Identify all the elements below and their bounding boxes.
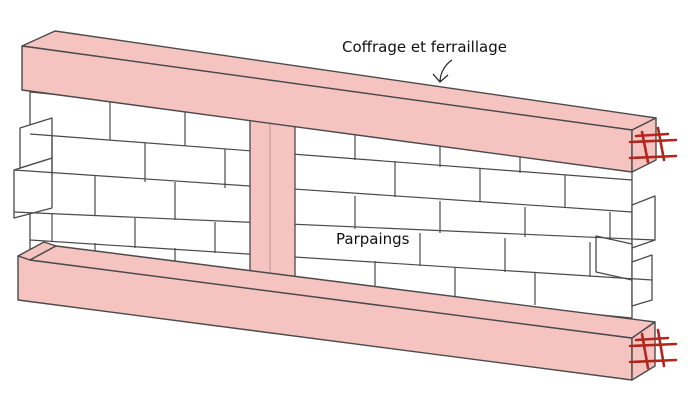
formwork-label: Coffrage et ferraillage (342, 38, 507, 56)
bed-joint (13, 169, 633, 213)
right-end-block (595, 235, 633, 281)
rebar-top (628, 126, 678, 164)
bottom-beam (17, 241, 656, 381)
top-beam (21, 30, 657, 173)
bed-joint (13, 211, 656, 241)
bed-joint (29, 133, 633, 181)
blocks-label: Parpaings (336, 230, 410, 248)
bottom-beam-end-face (631, 321, 656, 381)
rebar-bottom (628, 328, 678, 370)
bed-joint (29, 239, 653, 281)
right-end-block (631, 254, 653, 307)
formwork-callout: Coffrage et ferraillage (342, 38, 507, 83)
vertical-tie-column (249, 119, 296, 294)
formwork-leader-arrow (432, 59, 453, 83)
